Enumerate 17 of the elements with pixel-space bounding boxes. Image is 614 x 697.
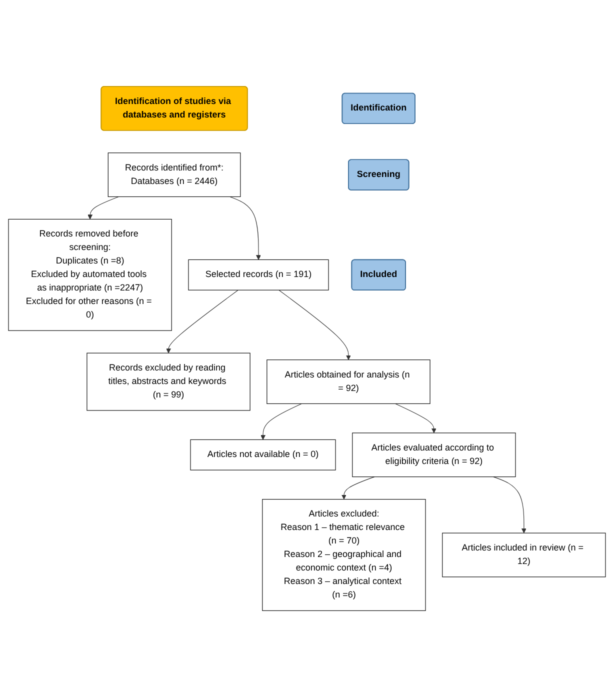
arrow [230, 196, 261, 260]
node-box: Articles excluded: Reason 1 – thematic relevance (n = 70) Reason 2 – geographical and economic context (n =4) Reason 3 – analytical context (n =6) [262, 498, 426, 611]
node-box: Records removed before screening: Duplicates (n =8) Excluded by automated tools as inappropriate (n =2247) Excluded for other reasons (n = 0) [8, 218, 172, 331]
node-box: Articles included in review (n = 12) [442, 532, 606, 578]
node-box: Selected records (n = 191) [188, 259, 329, 290]
node-box: Articles not available (n = 0) [190, 439, 336, 470]
arrow [260, 403, 302, 440]
arrow [341, 476, 375, 500]
arrow [278, 290, 351, 360]
arrow [166, 290, 238, 354]
node-box: Articles obtained for analysis (n = 92) [266, 359, 430, 404]
arrow [493, 476, 526, 534]
node-box: Records identified from*: Databases (n = 2446) [108, 152, 241, 197]
arrow [88, 196, 119, 220]
arrow [395, 403, 436, 434]
node-box: Records excluded by reading titles, abstracts and keywords (n = 99) [86, 352, 250, 411]
node-box: Articles evaluated according to eligibility criteria (n = 92) [352, 432, 516, 477]
